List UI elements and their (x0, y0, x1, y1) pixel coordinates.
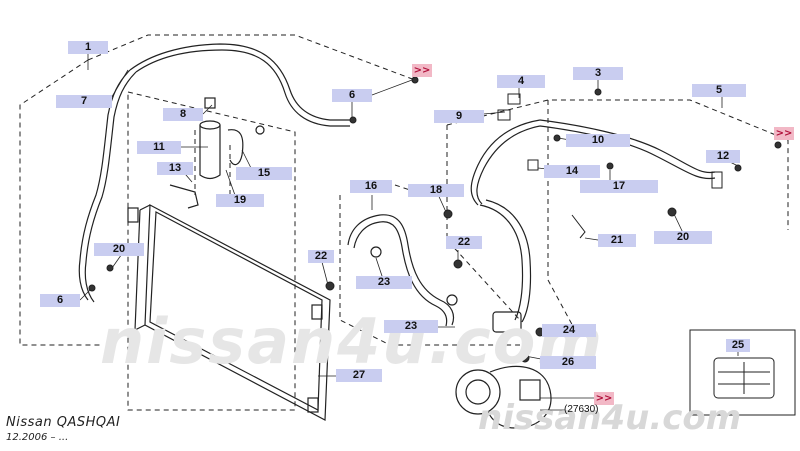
callout-7: 7 (56, 95, 112, 108)
continuation-arrow-bottom: >> (594, 392, 614, 405)
callout-12: 12 (706, 150, 740, 163)
callout-25: 25 (726, 339, 750, 352)
callout-5: 5 (692, 84, 746, 97)
callout-15: 15 (236, 167, 292, 180)
callout-21: 21 (598, 234, 636, 247)
callout-3: 3 (573, 67, 623, 80)
callout-26: 26 (540, 356, 596, 369)
callout-23-upper: 23 (356, 276, 412, 289)
compressor (455, 365, 552, 429)
callout-16: 16 (350, 180, 392, 193)
pipe-16 (347, 214, 458, 327)
callout-1: 1 (68, 41, 108, 54)
vehicle-model: Nissan QASHQAI (6, 415, 121, 430)
callout-20-right: 20 (654, 231, 712, 244)
receiver-drier (169, 97, 265, 209)
callout-6-left: 6 (40, 294, 80, 307)
continuation-arrow-right: >> (774, 127, 794, 140)
compressor-part-code: (27630) (564, 404, 599, 415)
callout-8: 8 (163, 108, 203, 121)
group-boundaries (19, 34, 789, 411)
continuation-arrow-top: >> (412, 64, 432, 77)
callout-17: 17 (580, 180, 658, 193)
pipe-discharge (479, 199, 532, 333)
callout-11: 11 (137, 141, 181, 154)
pipe-5 (470, 119, 716, 206)
callout-6-top: 6 (332, 89, 372, 102)
callout-14: 14 (544, 165, 600, 178)
callout-9: 9 (434, 110, 484, 123)
callout-23-lower: 23 (384, 320, 438, 333)
fittings (88, 76, 782, 363)
callout-19: 19 (216, 194, 264, 207)
callout-13: 13 (157, 162, 193, 175)
callout-22-left: 22 (308, 250, 334, 263)
watermark-center: nissan4u.com (100, 305, 604, 378)
callout-18: 18 (408, 184, 464, 197)
detail-box (689, 329, 796, 416)
condenser-27 (127, 204, 331, 421)
production-date: 12.2006 – ... (6, 432, 69, 443)
callout-22-center: 22 (446, 236, 482, 249)
callout-24: 24 (542, 324, 596, 337)
callout-27: 27 (336, 369, 382, 382)
callout-4: 4 (497, 75, 545, 88)
callout-20-left: 20 (94, 243, 144, 256)
callout-10: 10 (566, 134, 630, 147)
pipe-1 (129, 43, 350, 127)
